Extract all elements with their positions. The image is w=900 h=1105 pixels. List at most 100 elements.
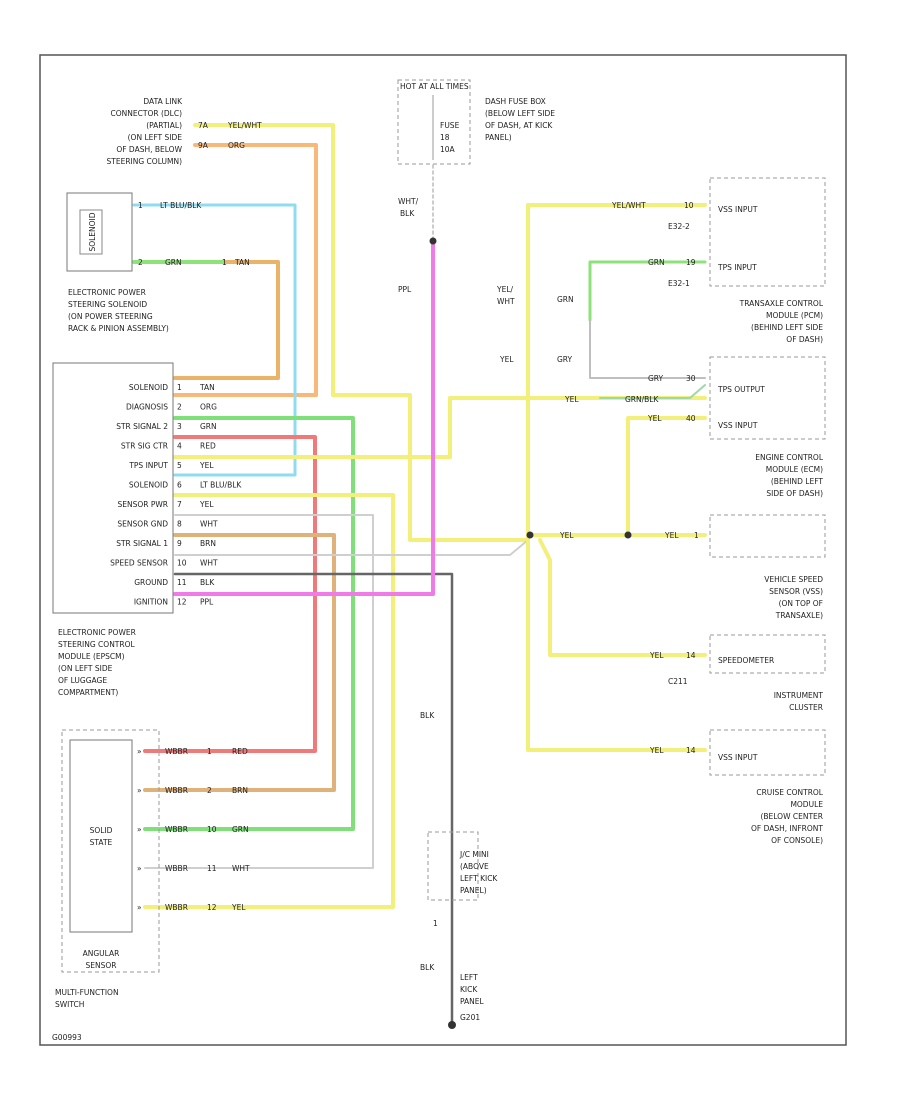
mfs-pin-wire: BRN — [232, 786, 248, 795]
fuse-title-line: DASH FUSE BOX — [485, 97, 546, 106]
cluster-title: CLUSTER — [789, 703, 823, 712]
epscm-box — [52, 362, 174, 614]
ground-title-line: G201 — [460, 1013, 480, 1022]
dlc-title-line: CONNECTOR (DLC) — [111, 109, 183, 118]
epscm-pin-wire: YEL — [199, 500, 214, 509]
epscm-pin-number: 6 — [177, 481, 182, 490]
epscm-pin-number: 7 — [177, 500, 182, 509]
angular-sensor-label: SENSOR — [86, 961, 117, 970]
fuse-title: DASH FUSE BOX (BELOW LEFT SIDE OF DASH, … — [485, 97, 555, 142]
dlc-title-line: OF DASH, BELOW — [116, 145, 182, 154]
ground-dot — [448, 1021, 456, 1029]
tcm-title: TRANSAXLE CONTROL MODULE (PCM) (BEHIND L… — [739, 299, 824, 344]
dlc-title-line: DATA LINK — [143, 97, 183, 106]
vss-title-line: SENSOR (VSS) — [769, 587, 823, 596]
wire-label-yel-wht: WHT — [497, 297, 515, 306]
epscm-pin-name: GROUND — [134, 578, 168, 587]
epscm-pin-name: SENSOR PWR — [117, 500, 168, 509]
solenoid-box-label: SOLENOID — [88, 212, 97, 251]
wire-epscm-brn — [143, 533, 336, 792]
epscm-pin-number: 11 — [177, 578, 187, 587]
epscm-pin-number: 5 — [177, 461, 182, 470]
fuse-number: 18 — [440, 133, 450, 142]
epscm-pin-wire: YEL — [199, 461, 214, 470]
dlc-wire: ORG — [228, 141, 245, 150]
solenoid-wire: LT BLU/BLK — [160, 201, 202, 210]
mfs-connector: WBBR — [165, 786, 188, 795]
mfs-pin-arrow: » — [137, 864, 142, 873]
wire-epscm-blk — [173, 572, 454, 1027]
solenoid-splice-pin: 1 — [222, 258, 227, 267]
vss-title-line: (ON TOP OF — [779, 599, 823, 608]
epscm-title-line: ELECTRONIC POWER — [58, 628, 136, 637]
solid-state-label: STATE — [90, 838, 113, 847]
eps-solenoid-box — [66, 192, 133, 272]
ground-title: LEFT KICK PANEL G201 — [460, 973, 485, 1022]
cluster-box — [709, 634, 826, 674]
cruise-title-line: OF DASH, INFRONT — [751, 824, 823, 833]
splice-dot-main — [526, 531, 534, 539]
solenoid-splice-wire: TAN — [234, 258, 250, 267]
cruise-title-line: (BELOW CENTER — [760, 812, 823, 821]
tcm-pin: 10 — [684, 201, 694, 210]
tcm-title-line: MODULE (PCM) — [766, 311, 823, 320]
vss-pin: 1 — [694, 531, 699, 540]
ecm-output: TPS OUTPUT — [717, 385, 765, 394]
wire-label-blk: BLK — [420, 711, 435, 720]
wire-tcm-vss — [526, 203, 707, 542]
solenoid-pin: 2 — [138, 258, 143, 267]
wire-gry — [589, 319, 706, 379]
mfs-pin-number: 11 — [207, 864, 217, 873]
epscm-title: ELECTRONIC POWER STEERING CONTROL MODULE… — [58, 628, 136, 697]
wire-ecm-vss — [626, 416, 707, 537]
epscm-title-line: MODULE (EPSCM) — [58, 652, 125, 661]
ground-junction-line: J/C MINI — [459, 850, 489, 859]
tcm-wire: GRN — [648, 258, 665, 267]
wire-solenoid-lt-blu — [132, 203, 297, 477]
mfs-pin-arrow: » — [137, 747, 142, 756]
wire-epscm-ppl — [173, 238, 435, 596]
ground-title-line: PANEL — [460, 997, 485, 1006]
mfs-connector: WBBR — [165, 747, 188, 756]
epscm-pin-name: TPS INPUT — [128, 461, 168, 470]
epscm-title-line: STEERING CONTROL — [58, 640, 135, 649]
vss-wire: YEL — [664, 531, 679, 540]
tcm-connector: E32-2 — [668, 222, 690, 231]
ecm-box — [709, 356, 826, 440]
fuse-title-line: OF DASH, AT KICK — [485, 121, 553, 130]
wire-label-main-yel: YEL — [559, 531, 574, 540]
epscm-pin-wire: GRN — [200, 422, 217, 431]
epscm-pin-number: 8 — [177, 520, 182, 529]
dlc-title-line: (PARTIAL) — [146, 121, 182, 130]
cruise-title: CRUISE CONTROL MODULE (BELOW CENTER OF D… — [751, 788, 824, 845]
ecm-pin: 30 — [686, 374, 696, 383]
tcm-pin: 19 — [686, 258, 696, 267]
angular-sensor-label: ANGULAR — [83, 949, 120, 958]
fuse-box-header: HOT AT ALL TIMES — [400, 82, 469, 91]
epscm-pin-number: 12 — [177, 598, 187, 607]
epscm-pin-name: SOLENOID — [129, 383, 168, 392]
tcm-box — [709, 177, 826, 287]
mfs-pin-number: 10 — [207, 825, 217, 834]
epscm-pin-name: DIAGNOSIS — [126, 403, 168, 412]
epscm-pin-wire: LT BLU/BLK — [200, 481, 242, 490]
mfs-pin-number: 12 — [207, 903, 217, 912]
wire-grn-blk — [599, 384, 706, 399]
vss-title: VEHICLE SPEED SENSOR (VSS) (ON TOP OF TR… — [764, 575, 823, 620]
cluster-title: INSTRUMENT — [774, 691, 824, 700]
wire-dlc-org — [173, 143, 318, 397]
wire-label-blk-low: BLK — [420, 963, 435, 972]
epscm-pin-name: SENSOR GND — [117, 520, 168, 529]
epscm-pin-wire: WHT — [200, 520, 218, 529]
dlc-title: DATA LINK CONNECTOR (DLC) (PARTIAL) (ON … — [107, 97, 184, 166]
cruise-box — [709, 729, 826, 776]
fuse-title-line: (BELOW LEFT SIDE — [485, 109, 555, 118]
wire-label-wht-blk: WHT/ — [398, 197, 419, 206]
cruise-title-line: OF CONSOLE) — [771, 836, 823, 845]
wire-label-wht-blk: BLK — [400, 209, 415, 218]
epscm-pin-name: STR SIG CTR — [121, 442, 168, 451]
mfs-pin-wire: YEL — [231, 903, 246, 912]
ground-junction-line: LEFT KICK — [460, 874, 498, 883]
wire-label-grn: GRN — [557, 295, 574, 304]
